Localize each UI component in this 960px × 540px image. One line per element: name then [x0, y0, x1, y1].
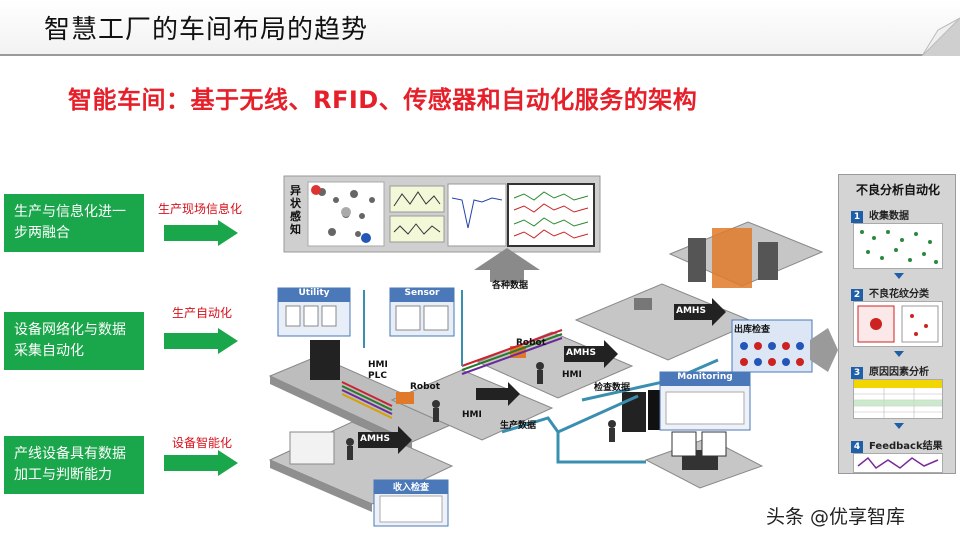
hmi-plc-label: HMI PLC: [368, 360, 388, 381]
various-data-label: 各种数据: [492, 281, 529, 291]
left-box-1: 生产与信息化进一步两融合: [4, 194, 144, 252]
step-arrow-1: [894, 273, 904, 279]
step-3-header: 3 原因因素分析: [851, 363, 929, 379]
shelf-2: [758, 242, 778, 280]
amhs-arrow-3: [674, 298, 726, 326]
step-2-number: 2: [851, 289, 863, 301]
step-1-card: [853, 223, 943, 269]
robot-2-label: Robot: [516, 338, 547, 348]
scatter-dots-graphic: [860, 230, 938, 264]
inbound-inspection-title: 收入检查: [374, 480, 448, 494]
feedback-chart-graphic: [857, 456, 939, 470]
robot-3-icon: [634, 298, 652, 310]
amhs-arrow-2: [564, 340, 618, 368]
step-arrow-2: [894, 351, 904, 357]
grid-icon: [701, 431, 727, 457]
green-arrow-2: [164, 328, 238, 354]
header-band: 智慧工厂的车间布局的趋势: [0, 0, 960, 56]
inspection-data-label: 检查数据: [594, 383, 631, 393]
watermark: 头条 @优享智库: [766, 506, 906, 528]
hmi-2-label: HMI: [562, 370, 582, 380]
monitoring-title: Monitoring: [660, 372, 750, 386]
pattern-classification-graphic: [857, 305, 939, 343]
signal-lines: [341, 329, 563, 419]
left-box-2: 设备网络化与数据采集自动化: [4, 312, 144, 370]
mini-chart-2: [389, 215, 445, 243]
node-b-icon: [341, 207, 351, 217]
server-rack-1: [310, 340, 340, 380]
subtitle: 智能车间：基于无线、RFID、传感器和自动化服务的架构: [68, 86, 698, 114]
utility-card-title: Utility: [278, 288, 350, 302]
step-2-card: [853, 301, 943, 347]
defect-analysis-title: 不良分析自动化: [855, 183, 940, 197]
step-1-number: 1: [851, 211, 863, 223]
step-4-number: 4: [851, 441, 863, 453]
green-arrow-1: [164, 220, 238, 246]
label-onsite-info: 生产现场信息化: [158, 202, 243, 216]
checklist-icon: [671, 431, 697, 457]
amhs-2-label: AMHS: [566, 348, 596, 358]
amhs-3-label: AMHS: [676, 306, 706, 316]
page-title: 智慧工厂的车间布局的趋势: [44, 15, 369, 45]
anomaly-sensing-label: 异状感知: [290, 184, 301, 236]
green-arrow-3: [164, 450, 238, 476]
page-curl-decoration: [921, 17, 960, 56]
step-2-header: 2 不良花纹分类: [851, 285, 929, 301]
data-up-arrow: [474, 248, 540, 282]
shelf-boxes: [712, 228, 752, 288]
factory-diagram: [268, 175, 838, 527]
defect-analysis-panel: 不良分析自动化 1 收集数据 2 不良花纹分类 3 原因因素分析: [838, 174, 956, 474]
outbound-inspection-label: 出库检查: [734, 325, 771, 335]
robot-1-label: Robot: [410, 382, 441, 392]
amhs-1-label: AMHS: [360, 434, 390, 444]
robot-1-icon: [396, 392, 414, 404]
label-production-automation: 生产自动化: [172, 306, 233, 320]
truck-icon: [289, 431, 335, 465]
step-3-label: 原因因素分析: [869, 367, 929, 378]
multi-line-chart: [507, 183, 595, 247]
to-analysis-arrow: [810, 328, 838, 372]
step-3-card: [853, 379, 943, 419]
temperature-chart: [447, 183, 507, 247]
factor-table-graphic: [854, 380, 942, 418]
node-a-icon: [311, 185, 321, 195]
sensor-card-title: Sensor: [390, 288, 454, 302]
hmi-1-label: HMI: [462, 410, 482, 420]
label-equipment-intelligence: 设备智能化: [172, 436, 233, 450]
step-1-header: 1 收集数据: [851, 207, 909, 223]
left-box-3: 产线设备具有数据加工与判断能力: [4, 436, 144, 494]
step-arrow-3: [894, 423, 904, 429]
worker-icons: [346, 362, 616, 460]
production-data-flow: [501, 394, 639, 434]
mini-chart-1: [389, 185, 445, 213]
node-c-icon: [361, 233, 371, 243]
step-2-label: 不良花纹分类: [869, 289, 929, 300]
step-4-card: [853, 453, 943, 473]
inspection-dots: [740, 342, 804, 366]
step-4-label: Feedback结果: [869, 441, 943, 452]
production-data-label: 生产数据: [500, 421, 537, 431]
shelf-1: [688, 238, 706, 282]
step-4-header: 4 Feedback结果: [851, 437, 943, 453]
floor-segment-2: [390, 369, 554, 441]
amhs-arrow-1: [358, 426, 412, 454]
step-3-number: 3: [851, 367, 863, 379]
step-1-label: 收集数据: [869, 211, 909, 222]
